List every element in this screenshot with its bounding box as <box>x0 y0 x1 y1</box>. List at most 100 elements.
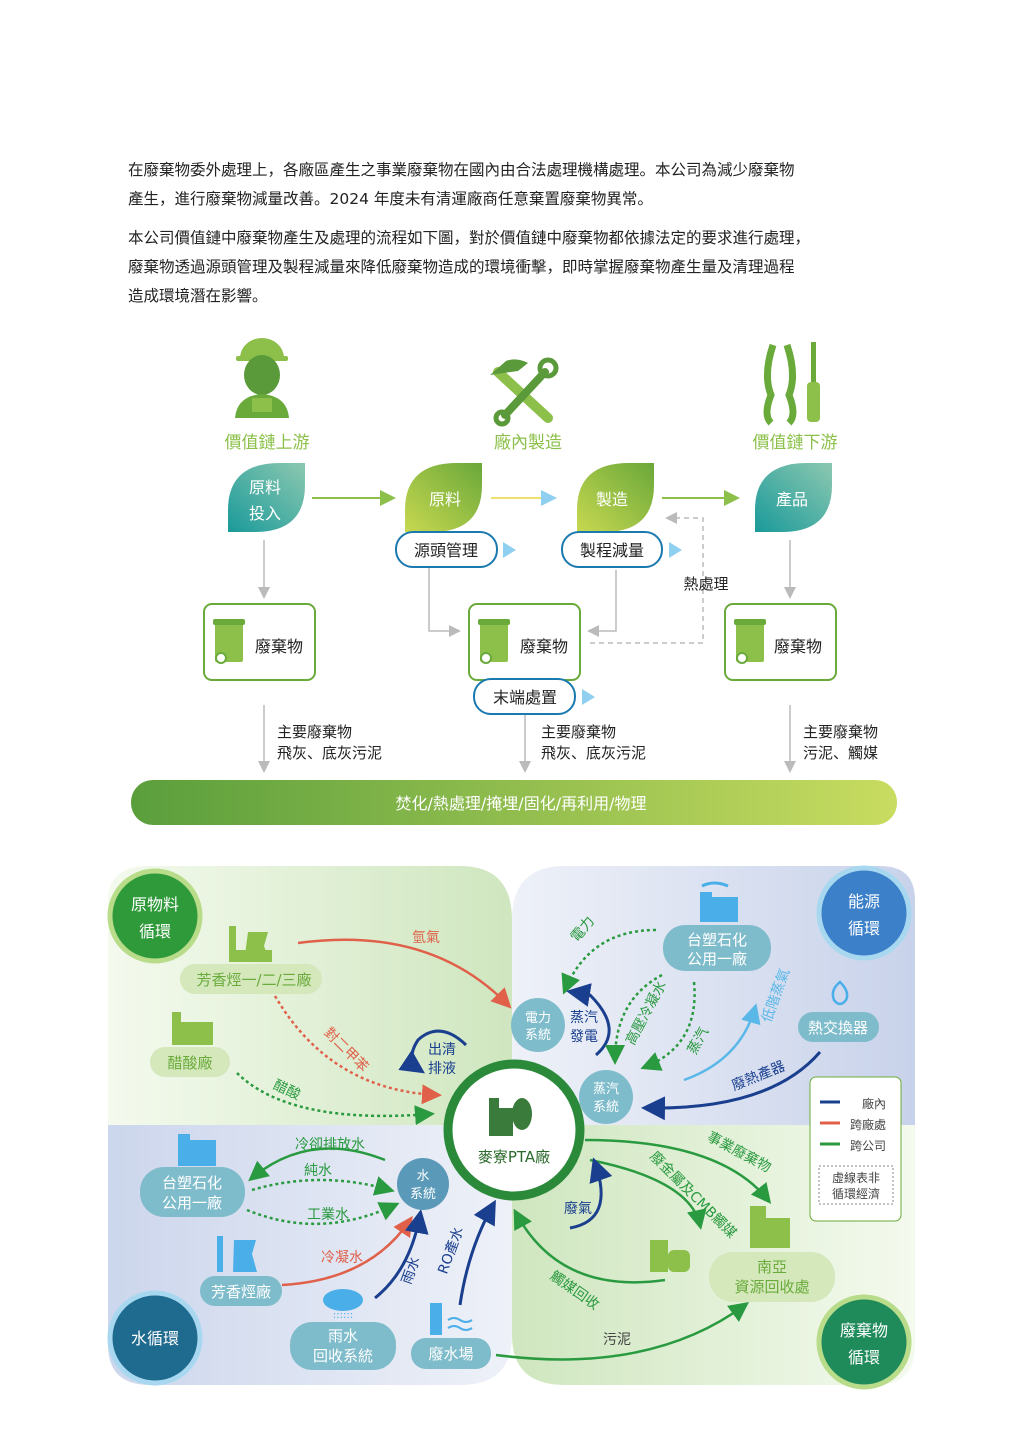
svg-text:發電: 發電 <box>570 1029 598 1045</box>
svg-text:源頭管理: 源頭管理 <box>414 541 478 560</box>
badge-waste-cycle: 廢棄物 循環 <box>816 1294 912 1390</box>
svg-text:蒸汽: 蒸汽 <box>593 1082 619 1097</box>
svg-text:廢水場: 廢水場 <box>428 1345 473 1363</box>
pliers-screwdriver-icon <box>763 342 820 426</box>
svg-text:::::::: :::::: <box>333 1310 353 1321</box>
node-water-system: 水系統 <box>397 1158 449 1210</box>
svg-text:資源回收處: 資源回收處 <box>734 1278 809 1296</box>
svg-text:廢棄物: 廢棄物 <box>774 637 822 656</box>
svg-text:廠內: 廠內 <box>862 1096 886 1111</box>
svg-text:原料: 原料 <box>429 490 461 509</box>
svg-text:廢棄物: 廢棄物 <box>840 1321 888 1340</box>
svg-text:能源: 能源 <box>848 892 880 911</box>
svg-text:排液: 排液 <box>428 1061 456 1077</box>
factory-icon <box>700 881 738 922</box>
legend: 廠內 跨廠處 跨公司 虛線表非 循環經濟 <box>809 1076 902 1222</box>
factory-leaf-icon <box>489 1098 532 1136</box>
svg-text:廢棄物: 廢棄物 <box>520 637 568 656</box>
svg-text:蒸汽: 蒸汽 <box>570 1010 598 1026</box>
factory-icon <box>178 1134 216 1166</box>
leaf-raw-input: 原料 投入 <box>228 463 305 532</box>
pill-source-management: 源頭管理 <box>395 531 516 568</box>
cloud-rain-icon: :::::: <box>323 1289 363 1321</box>
svg-text:主要廢棄物: 主要廢棄物 <box>541 723 616 741</box>
leaf-manufacture: 製造 <box>577 463 654 532</box>
svg-text:水循環: 水循環 <box>131 1329 179 1348</box>
svg-text:循環經濟: 循環經濟 <box>832 1186 880 1201</box>
trash-bin-icon <box>734 619 766 664</box>
waste-box-upstream: 廢棄物 <box>203 603 316 681</box>
intro-paragraph-2: 本公司價值鏈中廢棄物產生及處理的流程如下圖，對於價值鏈中廢棄物都依據法定的要求進… <box>128 229 811 305</box>
svg-text:跨公司: 跨公司 <box>850 1139 886 1153</box>
node-heat-exchanger: 熱交換器 <box>798 1012 879 1042</box>
svg-text:南亞: 南亞 <box>757 1258 787 1276</box>
waste-box-downstream: 廢棄物 <box>724 603 837 681</box>
svg-text:台塑石化: 台塑石化 <box>162 1174 222 1192</box>
trash-bin-icon <box>478 619 510 664</box>
svg-text:純水: 純水 <box>304 1163 332 1179</box>
wastewater-icon <box>430 1303 473 1335</box>
badge-energy-cycle: 能源 循環 <box>816 865 912 961</box>
svg-text:主要廢棄物: 主要廢棄物 <box>803 723 878 741</box>
svg-text:雨水: 雨水 <box>328 1327 358 1345</box>
svg-text:投入: 投入 <box>249 504 281 523</box>
svg-text:芳香烴廠: 芳香烴廠 <box>211 1283 271 1301</box>
intro-paragraph-1: 在廢棄物委外處理上，各廠區產生之事業廢棄物在國內由合法處理機構處理。本公司為減少… <box>128 161 795 208</box>
svg-text:醋酸廠: 醋酸廠 <box>167 1054 212 1072</box>
svg-text:循環: 循環 <box>848 1348 880 1367</box>
badge-material-cycle: 原物料 循環 <box>107 868 203 964</box>
leaf-raw: 原料 <box>405 463 482 532</box>
trash-bin-icon <box>213 619 245 664</box>
svg-text:系統: 系統 <box>410 1187 436 1202</box>
stage-downstream: 價值鏈下游 <box>753 433 838 453</box>
node-wastewater-plant: 廢水場 <box>411 1338 491 1369</box>
factory-icon <box>229 926 272 962</box>
node-acetic-plant: 醋酸廠 <box>150 1047 230 1077</box>
stage-manufacture: 廠內製造 <box>494 432 562 453</box>
svg-text:電力: 電力 <box>525 1011 551 1026</box>
tools-icon <box>490 357 559 427</box>
leaf-product: 產品 <box>755 463 832 532</box>
svg-text:污泥: 污泥 <box>603 1332 631 1348</box>
svg-text:芳香烴一/二/三廠: 芳香烴一/二/三廠 <box>196 971 311 989</box>
svg-text:廢氣: 廢氣 <box>564 1200 592 1217</box>
svg-text:熱交換器: 熱交換器 <box>808 1019 868 1037</box>
recycle-plant-icon <box>750 1206 790 1248</box>
svg-text:水: 水 <box>416 1169 429 1184</box>
factory-icon <box>172 1012 213 1045</box>
svg-text:焚化/熱處理/掩埋/固化/再利用/物理: 焚化/熱處理/掩埋/固化/再利用/物理 <box>396 794 647 813</box>
svg-text:主要廢棄物: 主要廢棄物 <box>277 723 352 741</box>
svg-text:產品: 產品 <box>776 490 808 509</box>
svg-text:末端處置: 末端處置 <box>493 688 557 707</box>
svg-text:回收系統: 回收系統 <box>313 1347 373 1365</box>
svg-text:跨廠處: 跨廠處 <box>850 1117 886 1132</box>
svg-text:系統: 系統 <box>593 1100 619 1115</box>
treatment-bar: 焚化/熱處理/掩埋/固化/再利用/物理 <box>131 780 897 825</box>
node-aromatics-plant: 芳香烴廠 <box>200 1276 282 1306</box>
node-aromatics-123: 芳香烴一/二/三廠 <box>180 964 322 994</box>
svg-text:飛灰、底灰污泥: 飛灰、底灰污泥 <box>277 744 382 762</box>
flame-icon <box>831 980 849 1006</box>
svg-text:製造: 製造 <box>596 490 628 509</box>
pill-process-reduction: 製程減量 <box>561 531 682 568</box>
svg-text:製程減量: 製程減量 <box>580 541 644 560</box>
svg-text:污泥、觸媒: 污泥、觸媒 <box>803 744 878 762</box>
svg-text:冷凝水: 冷凝水 <box>321 1250 363 1266</box>
tank-icon <box>650 1240 690 1272</box>
svg-text:循環: 循環 <box>139 922 171 941</box>
center-pta-plant: 麥寮PTA廠 <box>443 1059 585 1201</box>
svg-text:飛灰、底灰污泥: 飛灰、底灰污泥 <box>541 744 646 762</box>
stage-upstream: 價值鏈上游 <box>225 433 310 453</box>
waste-box-manufacture: 廢棄物 <box>468 603 581 681</box>
svg-text:循環: 循環 <box>848 919 880 938</box>
svg-text:麥寮PTA廠: 麥寮PTA廠 <box>478 1148 550 1166</box>
svg-text:原物料: 原物料 <box>131 895 179 914</box>
svg-text:出清: 出清 <box>428 1042 456 1058</box>
svg-text:廢棄物: 廢棄物 <box>255 637 303 656</box>
factory-icon <box>217 1236 257 1272</box>
